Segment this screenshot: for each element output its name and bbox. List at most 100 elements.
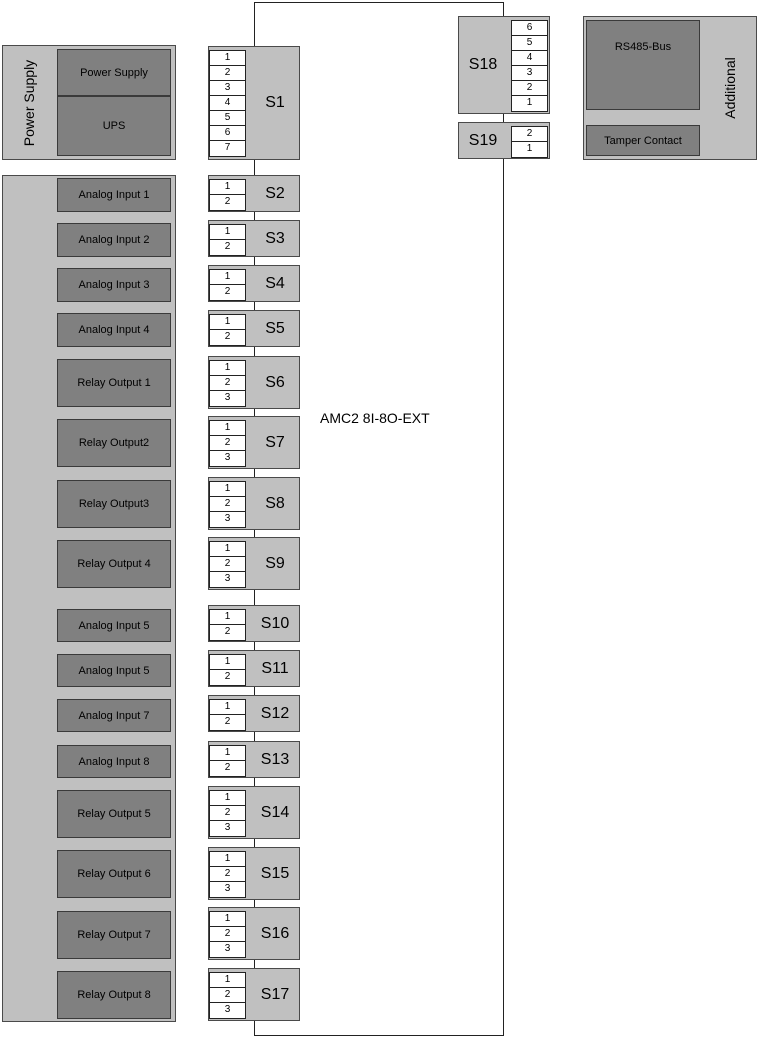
rs485-bus-box[interactable]: RS485-Bus xyxy=(586,20,700,110)
terminal-pin: 3 xyxy=(210,81,245,96)
terminal-label: S17 xyxy=(260,985,290,1003)
analog-input-box[interactable]: Analog Input 8 xyxy=(57,745,171,778)
analog-input-box[interactable]: Analog Input 1 xyxy=(57,178,171,212)
terminal-pin: 1 xyxy=(210,51,245,66)
terminal-pin: 3 xyxy=(224,883,231,894)
terminal-pin: 1 xyxy=(526,143,533,154)
terminal-pin: 1 xyxy=(210,973,245,988)
terminal-label: S12 xyxy=(260,704,290,722)
terminal-label: S19 xyxy=(468,131,498,149)
relay-output-box[interactable]: Relay Output 5 xyxy=(57,790,171,838)
terminal-pin: 4 xyxy=(210,96,245,111)
board-label: AMC2 8I-8O-EXT xyxy=(320,410,430,426)
analog-input-box[interactable]: Analog Input 5 xyxy=(57,609,171,642)
terminal-pin: 3 xyxy=(224,573,231,584)
terminal-pin: 1 xyxy=(210,655,245,670)
terminal-pin: 2 xyxy=(224,196,231,207)
terminal-pin: 2 xyxy=(210,927,245,942)
terminal-pin: 1 xyxy=(210,912,245,927)
relay-output-box[interactable]: Relay Output 1 xyxy=(57,359,171,407)
terminal-label: S16 xyxy=(260,924,290,942)
analog-input-box[interactable]: Analog Input 5 xyxy=(57,654,171,687)
power-supply-group-label: Power Supply xyxy=(21,59,37,147)
terminal-label: S5 xyxy=(265,319,285,337)
terminal-pin: 4 xyxy=(512,51,547,66)
terminal-pin: 3 xyxy=(224,1004,231,1015)
terminal-pin: 2 xyxy=(224,671,231,682)
terminal-pin: 1 xyxy=(210,180,245,195)
terminal-pin: 2 xyxy=(210,806,245,821)
terminal-pin: 1 xyxy=(210,791,245,806)
terminal-pin: 3 xyxy=(224,513,231,524)
ups-box[interactable]: UPS xyxy=(57,96,171,156)
analog-input-box[interactable]: Analog Input 4 xyxy=(57,313,171,347)
terminal-pin: 2 xyxy=(512,81,547,96)
additional-group-label: Additional xyxy=(722,57,738,119)
analog-input-box[interactable]: Analog Input 7 xyxy=(57,699,171,732)
terminal-pin: 3 xyxy=(224,392,231,403)
terminal-pin: 2 xyxy=(210,497,245,512)
terminal-label: S15 xyxy=(260,864,290,882)
analog-input-box[interactable]: Analog Input 2 xyxy=(57,223,171,257)
terminal-pin: 2 xyxy=(210,557,245,572)
terminal-pin: 3 xyxy=(512,66,547,81)
relay-output-box[interactable]: Relay Output2 xyxy=(57,419,171,467)
terminal-pin: 1 xyxy=(210,225,245,240)
terminal-pin: 3 xyxy=(224,943,231,954)
terminal-pin: 2 xyxy=(210,376,245,391)
terminal-pin: 1 xyxy=(210,270,245,285)
relay-output-box[interactable]: Relay Output3 xyxy=(57,480,171,528)
terminal-pin: 6 xyxy=(512,21,547,36)
power-supply-box[interactable]: Power Supply xyxy=(57,49,171,96)
terminal-pin: 2 xyxy=(210,436,245,451)
relay-output-box[interactable]: Relay Output 7 xyxy=(57,911,171,959)
tamper-contact-box[interactable]: Tamper Contact xyxy=(586,125,700,156)
terminal-pin: 1 xyxy=(210,610,245,625)
terminal-label: S7 xyxy=(265,433,285,451)
terminal-pin: 2 xyxy=(224,716,231,727)
terminal-pin: 1 xyxy=(210,361,245,376)
terminal-pin: 2 xyxy=(224,241,231,252)
relay-output-box[interactable]: Relay Output 8 xyxy=(57,971,171,1019)
terminal-label: S11 xyxy=(261,659,289,677)
terminal-pin: 2 xyxy=(210,867,245,882)
terminal-pin: 1 xyxy=(526,97,533,108)
terminal-pin: 1 xyxy=(210,482,245,497)
terminal-label: S18 xyxy=(468,56,498,73)
relay-output-box[interactable]: Relay Output 6 xyxy=(57,850,171,898)
relay-output-box[interactable]: Relay Output 4 xyxy=(57,540,171,588)
analog-input-box[interactable]: Analog Input 3 xyxy=(57,268,171,302)
